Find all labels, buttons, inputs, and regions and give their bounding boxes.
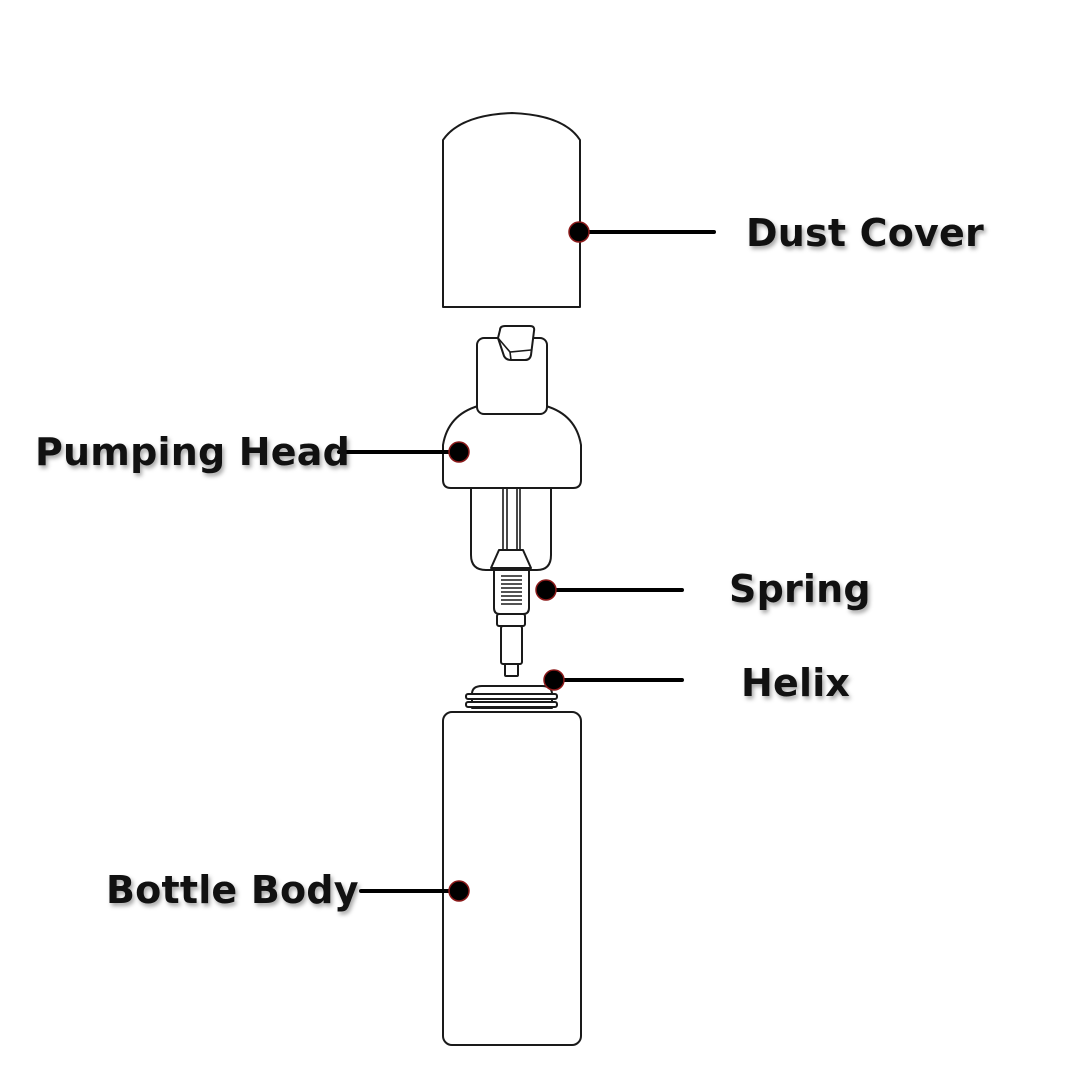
pumping-head-label: Pumping Head [35, 430, 351, 474]
spring-coils [501, 575, 522, 605]
bottle-body-callout [359, 880, 470, 902]
dust-cover-label: Dust Cover [746, 211, 984, 255]
bottle-body-part [442, 711, 582, 1046]
bottle-body-label: Bottle Body [106, 868, 359, 912]
bottle-body-marker [448, 880, 470, 902]
spring-marker [535, 579, 557, 601]
helix-label: Helix [741, 661, 851, 705]
dust-cover-callout [568, 221, 716, 243]
pumping-head-callout [337, 441, 470, 463]
helix-callout [543, 669, 684, 691]
spring-label: Spring [729, 567, 871, 611]
spring-part [490, 549, 532, 677]
helix-marker [543, 669, 565, 691]
pumping-head-marker [448, 441, 470, 463]
pumping-head-part [442, 325, 582, 571]
dust-cover-part [442, 112, 581, 308]
helix-part [465, 685, 558, 709]
spring-callout [535, 579, 684, 601]
dust-cover-marker [568, 221, 590, 243]
